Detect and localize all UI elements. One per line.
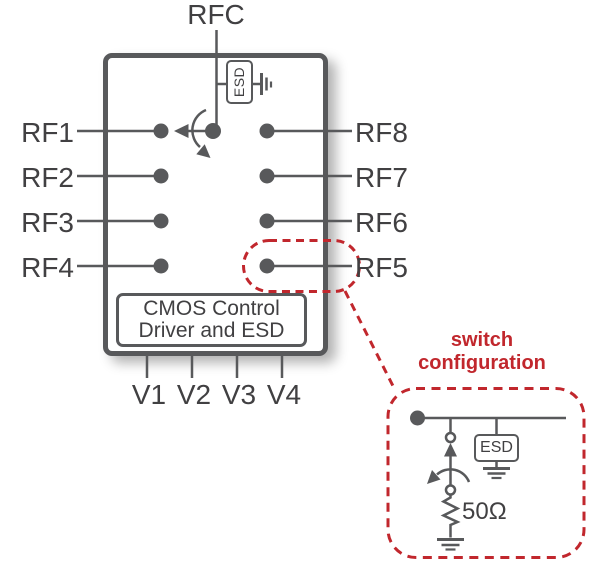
resistor-icon (440, 494, 461, 538)
cmos-control-block: CMOS Control Driver and ESD (116, 293, 307, 347)
port-label-rf2: RF2 (21, 162, 74, 193)
port-label-rf4: RF4 (21, 252, 74, 283)
detail-switch-arm (427, 418, 471, 496)
port-label-rf1: RF1 (21, 117, 74, 148)
pin-label-v1: V1 (131, 379, 167, 410)
cmos-control-line2: Driver and ESD (138, 319, 285, 342)
esd-block-label: ESD (231, 66, 248, 98)
detail-esd-block: ESD (474, 434, 519, 462)
port-label-rf8: RF8 (355, 117, 408, 148)
cmos-control-line1: CMOS Control (143, 297, 280, 320)
callout-title: switch configuration (396, 329, 568, 375)
callout-detail-box (386, 387, 586, 559)
esd-ground-icon (483, 467, 510, 480)
port-label-rf6: RF6 (355, 207, 408, 238)
control-pin-stems (145, 356, 284, 378)
port-label-rf3: RF3 (21, 207, 74, 238)
port-label-rfc: RFC (187, 0, 245, 30)
callout-leader-line (343, 290, 396, 389)
port-label-rf5: RF5 (355, 252, 408, 283)
detail-esd-label: ESD (480, 439, 513, 456)
resistor-value-label: 50Ω (462, 498, 507, 525)
detail-rail (410, 410, 566, 426)
callout-title-line1: switch (450, 329, 514, 351)
pin-label-v3: V3 (221, 379, 257, 410)
esd-block: ESD (226, 60, 253, 104)
port-label-rf7: RF7 (355, 162, 408, 193)
callout-title-line2: configuration (418, 352, 546, 374)
pin-label-v2: V2 (176, 379, 212, 410)
resistor-ground-icon (437, 538, 464, 551)
pin-label-v4: V4 (266, 379, 302, 410)
